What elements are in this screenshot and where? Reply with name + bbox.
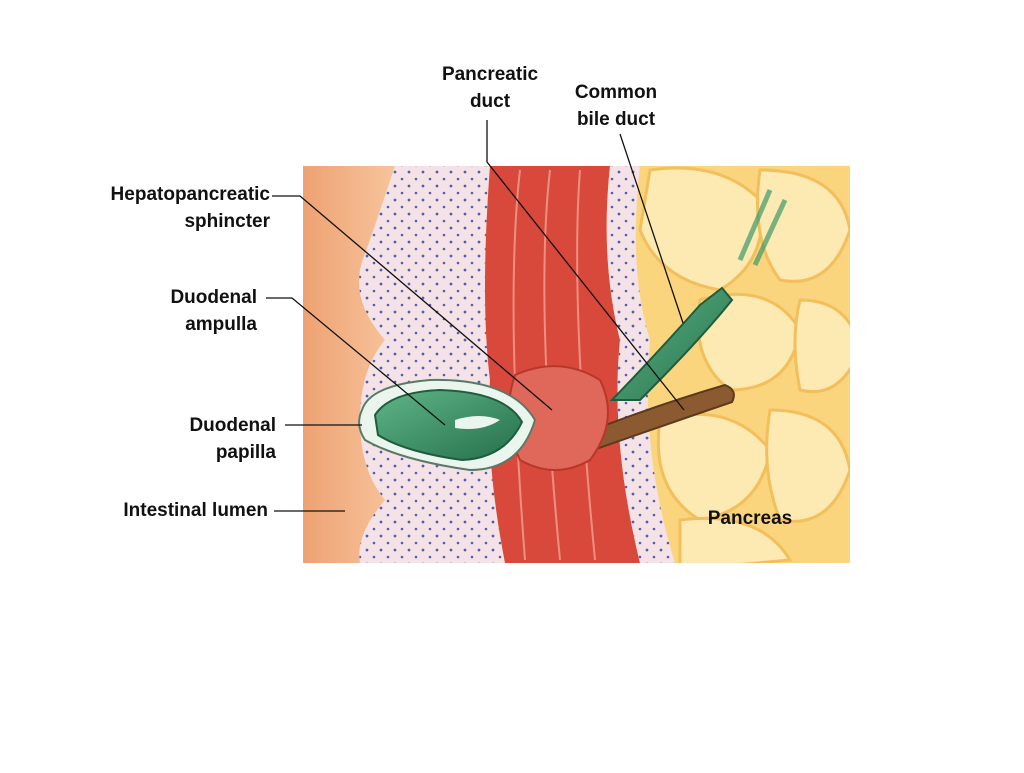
pancreas-green-streaks	[737, 189, 788, 267]
label-intestinal-lumen: Intestinal lumen	[123, 500, 268, 521]
leader-hepatopancreatic-sphincter	[272, 195, 553, 411]
leader-pancreatic-duct	[486, 120, 685, 411]
label-duodenal-ampulla: Duodenal ampulla	[170, 287, 257, 335]
label-duodenal-papilla: Duodenal papilla	[189, 415, 276, 463]
muscle-fibers	[512, 169, 596, 561]
muscularis-layer	[485, 166, 640, 563]
leader-duodenal-ampulla	[266, 297, 446, 426]
label-pancreatic-duct: Pancreatic duct	[441, 64, 539, 112]
label-hepatopancreatic-sphincter: Hepatopancreatic sphincter	[110, 184, 270, 232]
common-bile-duct-shape	[609, 286, 734, 401]
leader-lines	[266, 120, 685, 512]
label-common-bile-duct: Common bile duct	[574, 82, 658, 130]
pancreas-lobules	[638, 166, 850, 563]
leader-common-bile-duct	[619, 133, 684, 324]
label-pancreas: Pancreas	[707, 508, 793, 529]
intestinal-lumen-region	[303, 166, 395, 563]
duodenal-ampulla-shape	[373, 388, 524, 462]
